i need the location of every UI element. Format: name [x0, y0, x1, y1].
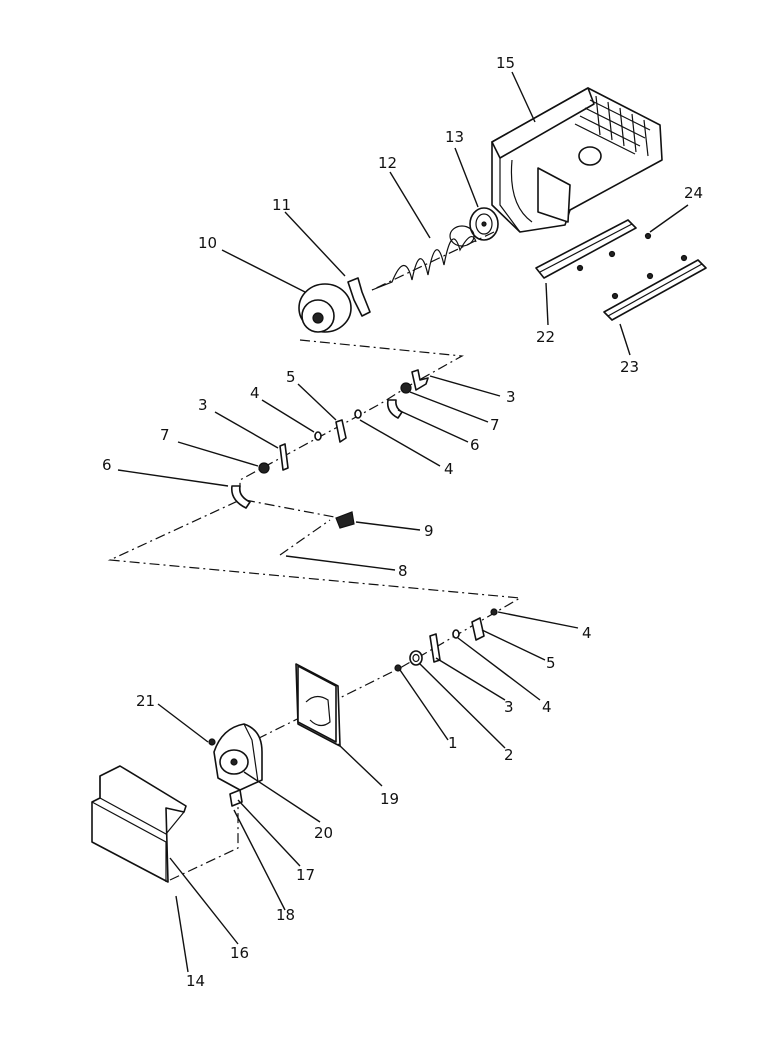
middle-shaft-hardware	[230, 369, 429, 529]
part-19-mounting-plate	[295, 663, 341, 747]
part-16-front-cover	[91, 765, 187, 883]
callout-16: 16	[230, 944, 249, 962]
callout-3-left: 3	[198, 396, 208, 414]
callout-4-lower-right: 4	[582, 624, 592, 642]
callout-24: 24	[684, 184, 703, 202]
callout-6-left: 6	[102, 456, 112, 474]
callout-5-lower: 5	[546, 654, 556, 672]
callout-7-upper: 7	[490, 416, 500, 434]
callout-4-left: 4	[250, 384, 260, 402]
callout-15: 15	[496, 54, 515, 72]
callout-12: 12	[378, 154, 397, 172]
callout-6-upper: 6	[470, 436, 480, 454]
callout-21: 21	[136, 692, 155, 710]
callout-22: 22	[536, 328, 555, 346]
part-20-motor-housing	[208, 723, 263, 807]
callout-3-lower: 3	[504, 698, 514, 716]
part-15-ice-bucket	[491, 71, 663, 233]
callout-1: 1	[448, 734, 458, 752]
callout-23: 23	[620, 358, 639, 376]
lower-shaft-hardware	[394, 608, 498, 672]
callout-7-left: 7	[160, 426, 170, 444]
callout-4-upper: 4	[444, 460, 454, 478]
callout-8: 8	[398, 562, 408, 580]
callout-labels: 15 13 12 11 10 24 22 23 3 7 6 4 5 4 3 7 …	[102, 54, 703, 990]
part-12-auger-spring	[371, 171, 477, 291]
callout-17: 17	[296, 866, 315, 884]
part-11-auger-blade	[284, 211, 371, 317]
part-13-auger-disc	[454, 147, 499, 241]
part-10-auger-drum	[221, 249, 352, 333]
callout-4-lower: 4	[542, 698, 552, 716]
callout-11: 11	[272, 196, 291, 214]
callout-20: 20	[314, 824, 333, 842]
callout-5-upper: 5	[286, 368, 296, 386]
callout-3-upper: 3	[506, 388, 516, 406]
parts-22-23-24-rails	[535, 204, 707, 356]
callout-19: 19	[380, 790, 399, 808]
callout-13: 13	[445, 128, 464, 146]
callout-18: 18	[276, 906, 295, 924]
callout-9: 9	[424, 522, 434, 540]
callout-10: 10	[198, 234, 217, 252]
callout-14: 14	[186, 972, 205, 990]
callout-2: 2	[504, 746, 514, 764]
leader-lines	[117, 375, 579, 973]
